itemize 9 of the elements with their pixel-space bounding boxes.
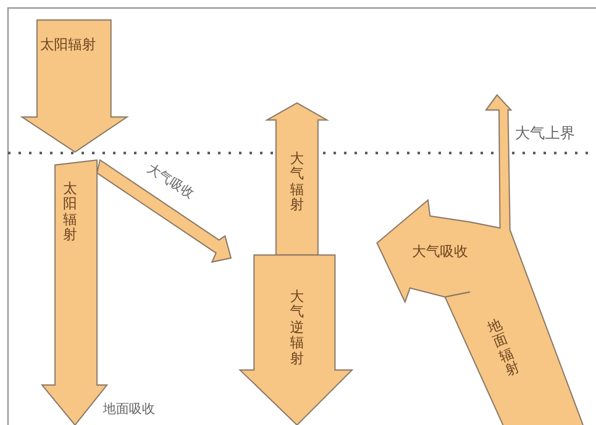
arrow-label: 大气吸收 [412,245,468,260]
boundary-label: 大气上界 [515,124,575,143]
arrow-label: 大气逆辐射 [290,290,304,367]
arrow-label: 大气辐射 [290,152,304,214]
arrow-caption: 大气吸收 [144,162,196,202]
arrow-label: 太阳辐射 [63,182,77,244]
arrow-label: 地面辐射 [486,318,522,380]
ground-label: 地面吸收 [103,401,155,418]
arrow-label: 太阳辐射 [40,38,96,54]
